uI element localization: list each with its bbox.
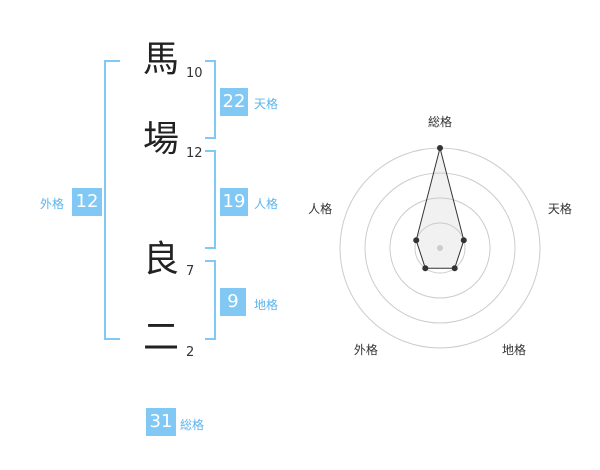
radar-axis-label: 天格 — [548, 201, 572, 216]
radar-point — [437, 145, 443, 151]
radar-point — [460, 237, 467, 244]
radar-axis-label: 総格 — [428, 114, 452, 129]
radar-ring — [364, 172, 516, 324]
ten-bracket-vertical — [214, 60, 216, 139]
jin-badge: 19 — [220, 188, 248, 216]
chi-badge: 9 — [220, 288, 246, 316]
stroke-count-3: 7 — [186, 264, 195, 279]
chi-bracket-top — [205, 260, 216, 262]
gai-label: 外格 — [40, 197, 65, 211]
ten-bracket-top — [205, 60, 216, 62]
name-char-3: 良 — [143, 239, 180, 280]
jin-bracket-vertical — [214, 150, 216, 249]
gai-badge: 12 — [72, 188, 102, 216]
radar-point — [413, 237, 420, 244]
radar-axis-label: 外格 — [354, 342, 378, 357]
gai-bracket-bottom — [104, 338, 120, 340]
name-char-2: 場 — [143, 119, 180, 160]
chi-bracket-vertical — [214, 260, 216, 340]
sou-badge: 31 — [146, 408, 176, 436]
stroke-count-2: 12 — [186, 146, 203, 161]
chi-label: 地格 — [254, 298, 279, 312]
gai-bracket-top — [104, 60, 120, 62]
chi-bracket-bottom — [205, 338, 216, 340]
radar-ring — [389, 197, 491, 299]
radar-area — [415, 147, 465, 269]
ten-label: 天格 — [254, 97, 279, 111]
radar-ring — [414, 222, 466, 274]
name-char-1: 馬 — [143, 39, 180, 80]
radar-axis-label: 地格 — [502, 342, 526, 357]
radar-center — [437, 245, 443, 251]
stroke-count-1: 10 — [186, 66, 203, 81]
radar-points — [413, 145, 467, 272]
ten-bracket-bottom — [205, 137, 216, 139]
sou-label: 総格 — [180, 418, 205, 432]
gai-bracket-vertical — [104, 60, 106, 340]
radar-point — [422, 265, 429, 272]
name-char-4: 二 — [143, 317, 180, 358]
ten-badge: 22 — [220, 88, 248, 116]
stroke-count-4: 2 — [186, 345, 195, 360]
radar-point — [451, 265, 458, 272]
jin-bracket-top — [205, 150, 216, 152]
radar-axis-label: 人格 — [308, 201, 332, 216]
jin-label: 人格 — [254, 197, 279, 211]
jin-bracket-bottom — [205, 247, 216, 249]
